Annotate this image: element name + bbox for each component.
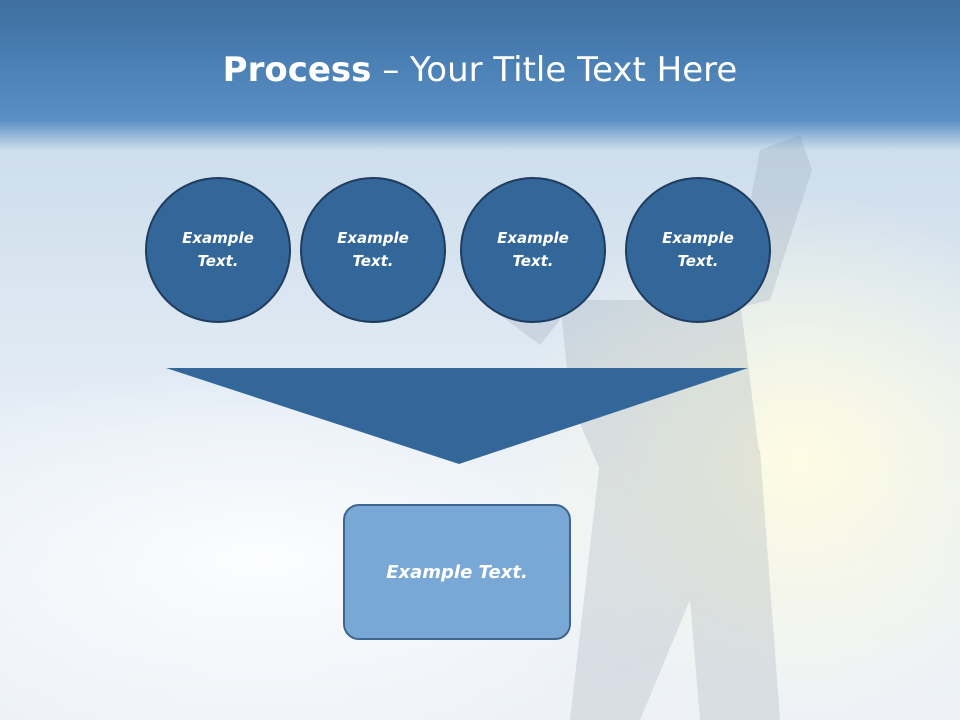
title-text: Your Title Text Here <box>410 50 738 90</box>
process-step-label: Example Text. <box>337 229 409 270</box>
result-box: Example Text. <box>343 504 571 640</box>
process-step-label: Example Text. <box>497 229 569 270</box>
title-bold: Process <box>222 50 372 90</box>
title-band <box>0 0 960 150</box>
process-step-label: Example Text. <box>662 229 734 270</box>
slide-title: Process – Your Title Text Here <box>0 50 960 90</box>
process-step-label: Example Text. <box>182 229 254 270</box>
process-step-3: Example Text. <box>460 177 606 323</box>
process-step-2: Example Text. <box>300 177 446 323</box>
process-step-1: Example Text. <box>145 177 291 323</box>
title-separator: – <box>371 50 411 90</box>
process-step-4: Example Text. <box>625 177 771 323</box>
result-label: Example Text. <box>386 561 528 583</box>
funnel-triangle <box>166 368 748 464</box>
